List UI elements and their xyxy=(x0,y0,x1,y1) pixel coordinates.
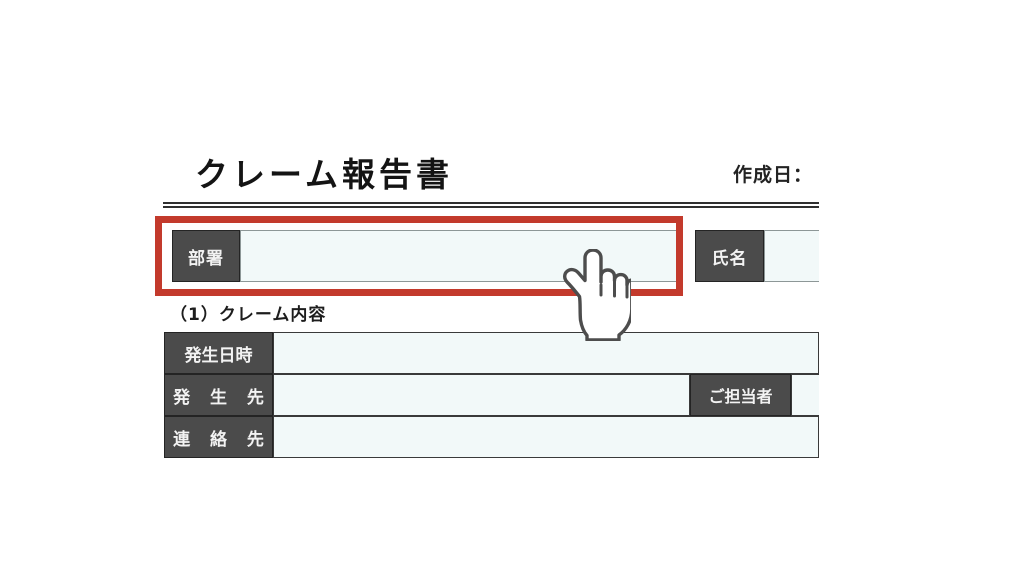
label-occurrence-place: 発 生 先 xyxy=(164,374,273,416)
label-occurrence-datetime: 発生日時 xyxy=(164,332,273,374)
page-title: クレーム報告書 xyxy=(195,155,454,194)
title-row: クレーム報告書 作成日： xyxy=(163,152,819,200)
name-input[interactable] xyxy=(764,230,819,282)
label-person-in-charge: ご担当者 xyxy=(690,374,791,416)
table-row: 発生日時 xyxy=(163,332,819,374)
title-double-rule xyxy=(163,202,819,208)
label-contact: 連 絡 先 xyxy=(164,416,273,458)
label-name: 氏名 xyxy=(695,230,764,282)
contact-input[interactable] xyxy=(273,416,819,458)
table-row: 連 絡 先 xyxy=(163,416,819,458)
highlight-annotation-box xyxy=(155,216,683,296)
table-row: 発 生 先 ご担当者 xyxy=(163,374,819,416)
title-rule-line-bottom xyxy=(163,206,819,208)
person-in-charge-input[interactable] xyxy=(791,374,819,416)
section-1-heading: （1）クレーム内容 xyxy=(170,305,327,325)
occurrence-place-input[interactable] xyxy=(273,374,690,416)
label-department: 部署 xyxy=(172,230,240,282)
occurrence-datetime-input[interactable] xyxy=(273,332,819,374)
title-rule-line-top xyxy=(163,202,819,204)
document-viewport: クレーム報告書 作成日： 部署 氏名 （1）クレーム内容 発生日時 発 生 先 xyxy=(155,0,819,576)
document-page: クレーム報告書 作成日： 部署 氏名 （1）クレーム内容 発生日時 発 生 先 xyxy=(155,0,819,576)
created-date-label: 作成日： xyxy=(733,164,814,186)
